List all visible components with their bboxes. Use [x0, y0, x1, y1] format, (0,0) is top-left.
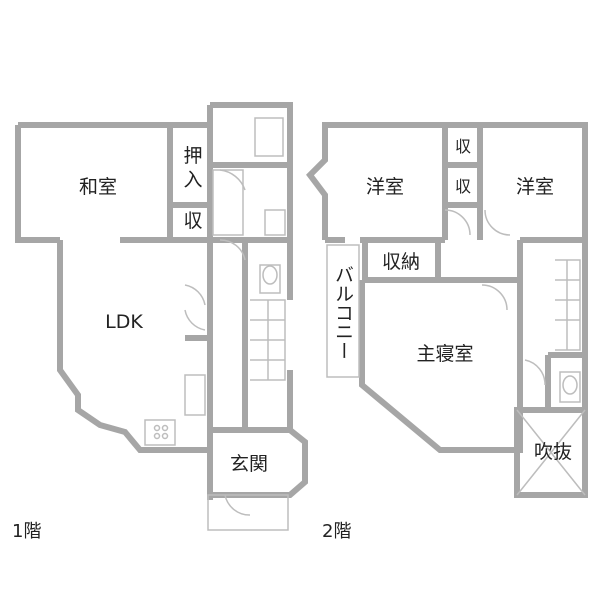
- room-label-yoshitsu-left: 洋室: [366, 176, 404, 198]
- room-label-master: 主寝室: [416, 343, 473, 365]
- floor1-walls: [15, 102, 308, 500]
- floor2-label: 2階: [322, 521, 351, 542]
- room-label-oshiire-2: 入: [183, 169, 202, 191]
- room-label-washitsu: 和室: [79, 176, 117, 198]
- floor2-plan: 洋室 収 収 洋室 収納 バルコニー 主寝室 吹抜 2階: [306, 122, 588, 542]
- room-label-shu-top: 収: [455, 137, 471, 156]
- floor1-label: 1階: [12, 521, 41, 542]
- floor2-walls: [306, 122, 588, 498]
- room-label-balcony: バルコニー: [332, 265, 354, 360]
- room-label-ldk: LDK: [105, 311, 143, 333]
- room-label-fukinuke: 吹抜: [534, 441, 572, 463]
- room-label-shu-1f: 収: [183, 210, 202, 232]
- floor1-fixtures: [144, 117, 289, 531]
- floor1-plan: 和室 押 入 押入 収 LDK 玄関 1階: [12, 102, 308, 542]
- floor2-fixtures: [326, 209, 586, 496]
- room-label-shu-bottom: 収: [455, 177, 471, 196]
- room-label-shuno: 収納: [382, 251, 420, 273]
- room-label-genkan: 玄関: [230, 453, 268, 475]
- room-label-oshiire-1: 押: [183, 145, 202, 167]
- room-label-yoshitsu-right: 洋室: [516, 176, 554, 198]
